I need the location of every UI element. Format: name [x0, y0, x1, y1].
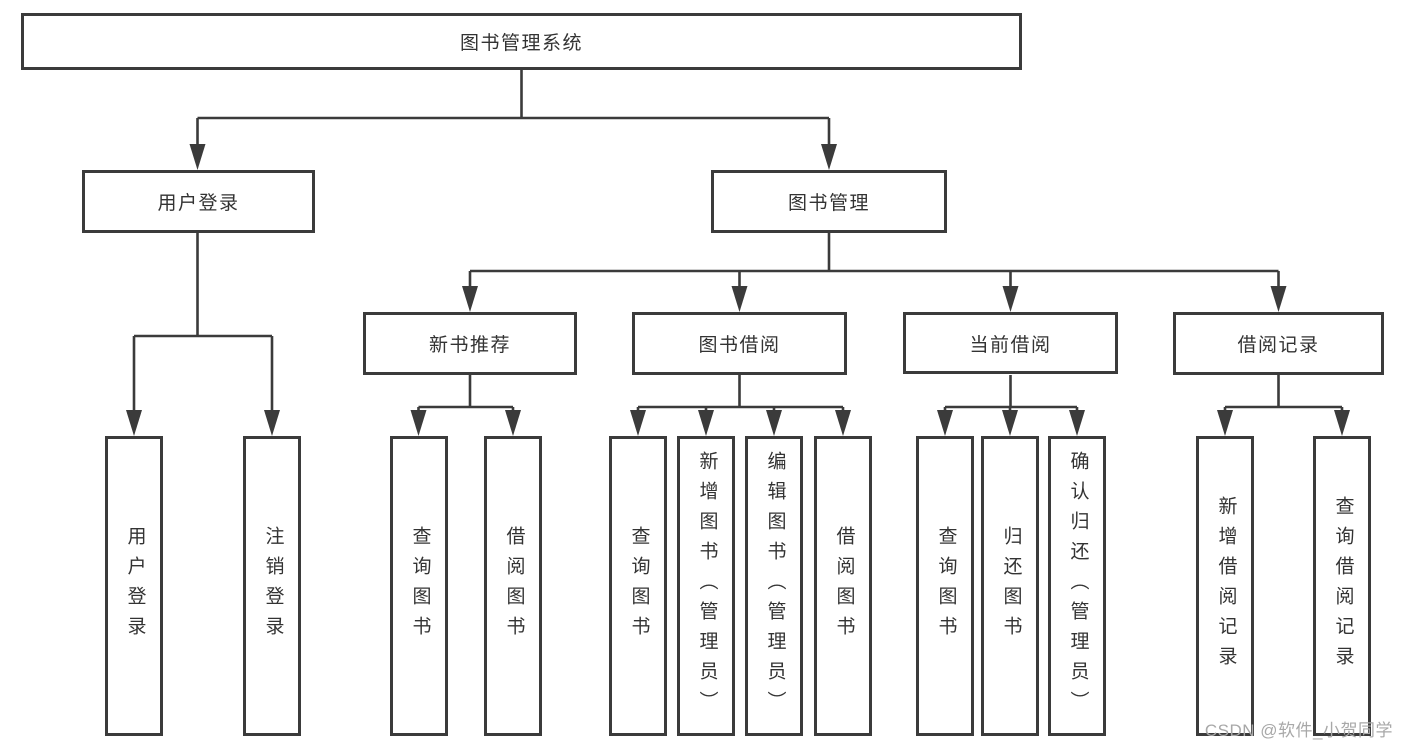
node-leaf-return-books: 归还图书	[981, 436, 1039, 736]
node-user-login: 用户登录	[82, 170, 315, 233]
node-leaf-borrow-books-recommend: 借阅图书	[484, 436, 542, 736]
node-leaf-borrow-books-recommend-label: 借阅图书	[503, 526, 525, 646]
node-leaf-query-books-borrowing-label: 查询图书	[628, 526, 650, 646]
node-leaf-query-books-recommend-label: 查询图书	[409, 526, 431, 646]
node-book-borrowing-label: 图书借阅	[698, 335, 781, 356]
node-leaf-query-books-current-label: 查询图书	[935, 526, 957, 646]
connector-borrowing-records-to-leaves	[1217, 375, 1350, 436]
node-system-root-label: 图书管理系统	[459, 33, 583, 54]
connector-new-book-to-leaves	[410, 375, 521, 436]
node-leaf-borrow-books-label: 借阅图书	[833, 526, 855, 646]
node-current-borrowing-label: 当前借阅	[969, 334, 1052, 356]
node-leaf-add-books-admin: 新增图书（管理员）	[677, 436, 735, 736]
node-book-management: 图书管理	[711, 170, 947, 233]
node-book-borrowing: 图书借阅	[632, 312, 847, 375]
node-book-management-label: 图书管理	[787, 193, 870, 214]
node-system-root: 图书管理系统	[21, 13, 1022, 70]
node-leaf-add-books-admin-label: 新增图书（管理员）	[696, 451, 718, 721]
node-leaf-query-borrow-record: 查询借阅记录	[1313, 436, 1371, 736]
node-leaf-query-books-current: 查询图书	[916, 436, 974, 736]
node-leaf-edit-books-admin: 编辑图书（管理员）	[745, 436, 803, 736]
node-leaf-return-books-label: 归还图书	[1000, 526, 1022, 646]
node-user-login-label: 用户登录	[157, 193, 240, 214]
node-borrowing-records: 借阅记录	[1173, 312, 1384, 375]
node-new-book-recommend-label: 新书推荐	[428, 335, 511, 356]
connector-root-to-level1	[189, 70, 837, 170]
node-new-book-recommend: 新书推荐	[363, 312, 577, 375]
node-borrowing-records-label: 借阅记录	[1237, 335, 1320, 356]
node-leaf-logout: 注销登录	[243, 436, 301, 736]
connector-current-borrowing-to-leaves	[937, 375, 1085, 436]
node-leaf-query-books-recommend: 查询图书	[390, 436, 448, 736]
watermark: CSDN @软件_小贺同学	[1204, 721, 1393, 740]
node-leaf-add-borrow-record-label: 新增借阅记录	[1215, 496, 1237, 676]
node-leaf-user-login: 用户登录	[105, 436, 163, 736]
node-leaf-add-borrow-record: 新增借阅记录	[1196, 436, 1254, 736]
connector-book-management-to-level2	[462, 233, 1287, 312]
node-leaf-logout-label: 注销登录	[262, 526, 284, 646]
node-current-borrowing: 当前借阅	[903, 312, 1118, 374]
connector-book-borrowing-to-leaves	[630, 375, 851, 436]
node-leaf-edit-books-admin-label: 编辑图书（管理员）	[764, 451, 786, 721]
connector-user-login-to-leaves	[126, 233, 280, 436]
node-leaf-user-login-label: 用户登录	[124, 526, 146, 646]
node-leaf-confirm-return-admin: 确认归还（管理员）	[1048, 436, 1106, 736]
node-leaf-query-books-borrowing: 查询图书	[609, 436, 667, 736]
node-leaf-borrow-books: 借阅图书	[814, 436, 872, 736]
node-leaf-query-borrow-record-label: 查询借阅记录	[1332, 496, 1354, 676]
node-leaf-confirm-return-admin-label: 确认归还（管理员）	[1067, 451, 1089, 721]
